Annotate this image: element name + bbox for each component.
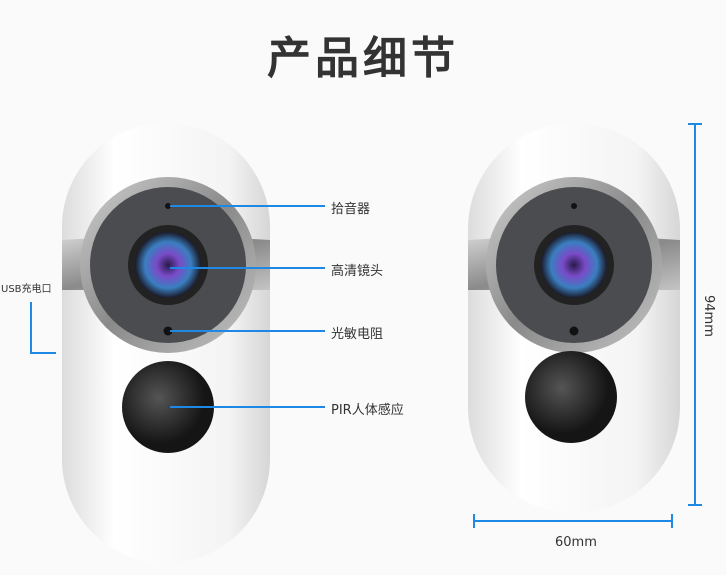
camera-front-left — [62, 123, 270, 563]
dimension-height: 94mm — [701, 295, 716, 337]
dimension-width: 60mm — [555, 535, 597, 550]
callout-usb: USB充电口 — [1, 284, 52, 295]
callout-lens: 高清镜头 — [331, 264, 384, 279]
callout-mic: 拾音器 — [331, 202, 371, 217]
callout-lines — [30, 123, 702, 528]
callout-pir: PIR人体感应 — [331, 403, 404, 418]
callout-photoresistor: 光敏电阻 — [331, 327, 384, 342]
camera-front-right — [468, 123, 680, 513]
page-title: 产品细节 — [267, 33, 459, 84]
